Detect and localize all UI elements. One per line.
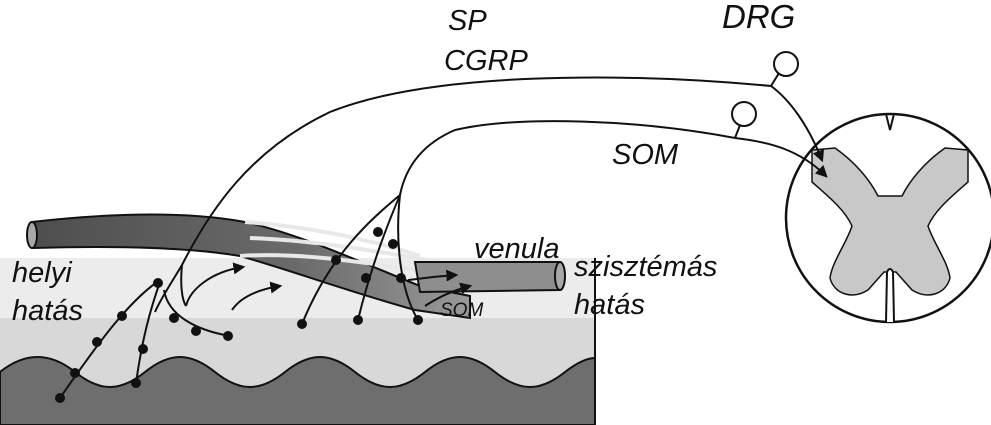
varicosity-dot [117,311,127,321]
som-branch-3 [397,194,419,321]
label-som: SOM [612,139,679,171]
local-branch-2 [135,281,161,384]
local-branch-4 [180,264,187,307]
som-branch-2 [357,194,401,321]
skin-wavy-layer [0,356,596,425]
dorsal-fissure [885,113,895,131]
sp-cgrp-central-branch [770,85,825,163]
som-fiber [399,120,736,196]
label-som-small: SOM [440,300,483,321]
varicosity-dot [92,337,102,347]
drg-stalk-upper [770,72,780,87]
varicosity-dot [388,239,398,249]
local-branch-3 [163,289,231,337]
varicosity-dot [131,378,141,388]
ventral-fissure [885,268,895,323]
varicosity-dot [297,319,307,329]
som-central-branch [734,137,828,178]
varicosity-dot [55,393,65,403]
venula-end [554,261,566,291]
release-arrow-2 [231,281,283,311]
varicosity-dot [396,273,406,283]
label-szisztemas-line1: szisztémás [574,251,717,283]
label-sp: SP [448,5,487,37]
arteriole-end [26,221,38,249]
varicosity-dot [223,331,233,341]
varicosity-dot [373,227,383,237]
drg-stalk-lower [734,124,741,139]
grey-matter [811,147,969,296]
label-cgrp: CGRP [444,45,528,77]
varicosity-dot [353,315,363,325]
arteriole-vessel [31,213,471,320]
label-helyi-line1: helyi [12,257,73,289]
sp-cgrp-fiber [154,76,772,313]
label-drg: DRG [722,0,795,35]
som-branch-1 [301,194,401,325]
varicosity-dot [169,313,179,323]
label-venula: venula [474,233,559,265]
varicosity-dot [70,368,80,378]
varicosity-dot [191,326,201,336]
drg-ganglion-lower [731,101,757,127]
release-arrow-4 [424,282,473,307]
label-helyi-line2: hatás [12,295,83,327]
varicosity-dot [413,315,423,325]
varicosity-dot [153,278,163,288]
release-arrow-1 [185,262,246,307]
varicosity-dot [331,255,341,265]
varicosity-dot [138,344,148,354]
release-arrow-3 [407,269,459,282]
label-szisztemas-line2: hatás [574,289,645,321]
varicosities [55,227,423,403]
local-branch-1 [59,279,161,399]
drg-ganglion-upper [773,51,799,77]
varicosity-dot [361,273,371,283]
